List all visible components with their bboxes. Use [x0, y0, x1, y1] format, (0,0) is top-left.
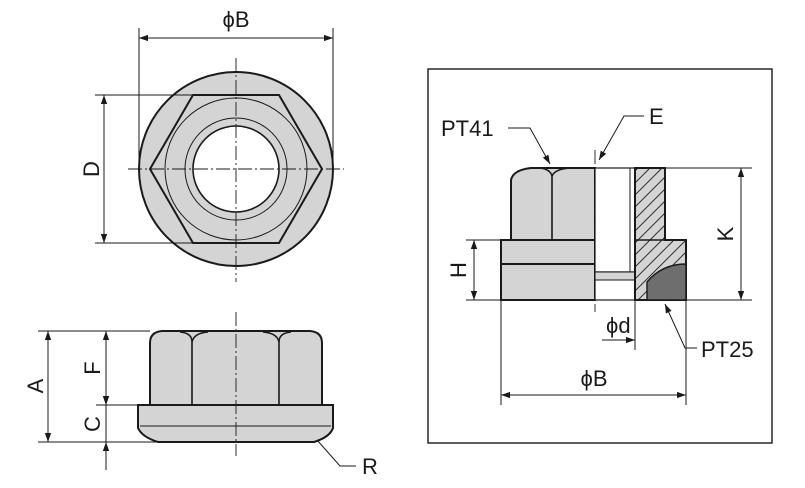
e-label: E	[649, 104, 664, 129]
section-hex-face-top	[551, 167, 571, 177]
section-hex-body	[510, 167, 596, 241]
across-corners-label: D	[79, 161, 104, 177]
pt41-label: PT41	[441, 116, 494, 141]
pt25-label: PT25	[701, 337, 754, 362]
section-thread-relief	[594, 271, 636, 281]
hex-face-right-top	[262, 331, 280, 343]
radius-leader	[316, 439, 356, 467]
section-flange-lower	[500, 263, 596, 301]
k-label: K	[713, 226, 738, 241]
section-hatching	[635, 168, 686, 300]
side-view: A F C R	[23, 312, 378, 479]
hex-height-label: F	[80, 361, 105, 374]
pt25-leader	[664, 303, 697, 349]
hex-face-left-top	[191, 331, 209, 343]
bore-label: ϕd	[606, 313, 631, 338]
section-washer-face	[646, 263, 687, 301]
pt41-leader	[508, 127, 551, 165]
top-view: ϕB D	[79, 7, 344, 282]
section-diameter-label: ϕB	[581, 366, 608, 391]
flange-height-label: C	[80, 416, 105, 432]
diameter-label: ϕB	[223, 7, 250, 32]
e-leader	[598, 115, 644, 161]
section-bore-upper	[594, 167, 636, 273]
radius-label: R	[362, 454, 378, 479]
section-flange-upper	[500, 239, 596, 265]
section-view: PT41 E K H ϕd PT25 ϕB	[427, 68, 773, 444]
height-label: A	[23, 378, 48, 393]
h-label: H	[446, 262, 471, 278]
section-frame	[427, 68, 773, 444]
flange-body	[137, 404, 334, 443]
